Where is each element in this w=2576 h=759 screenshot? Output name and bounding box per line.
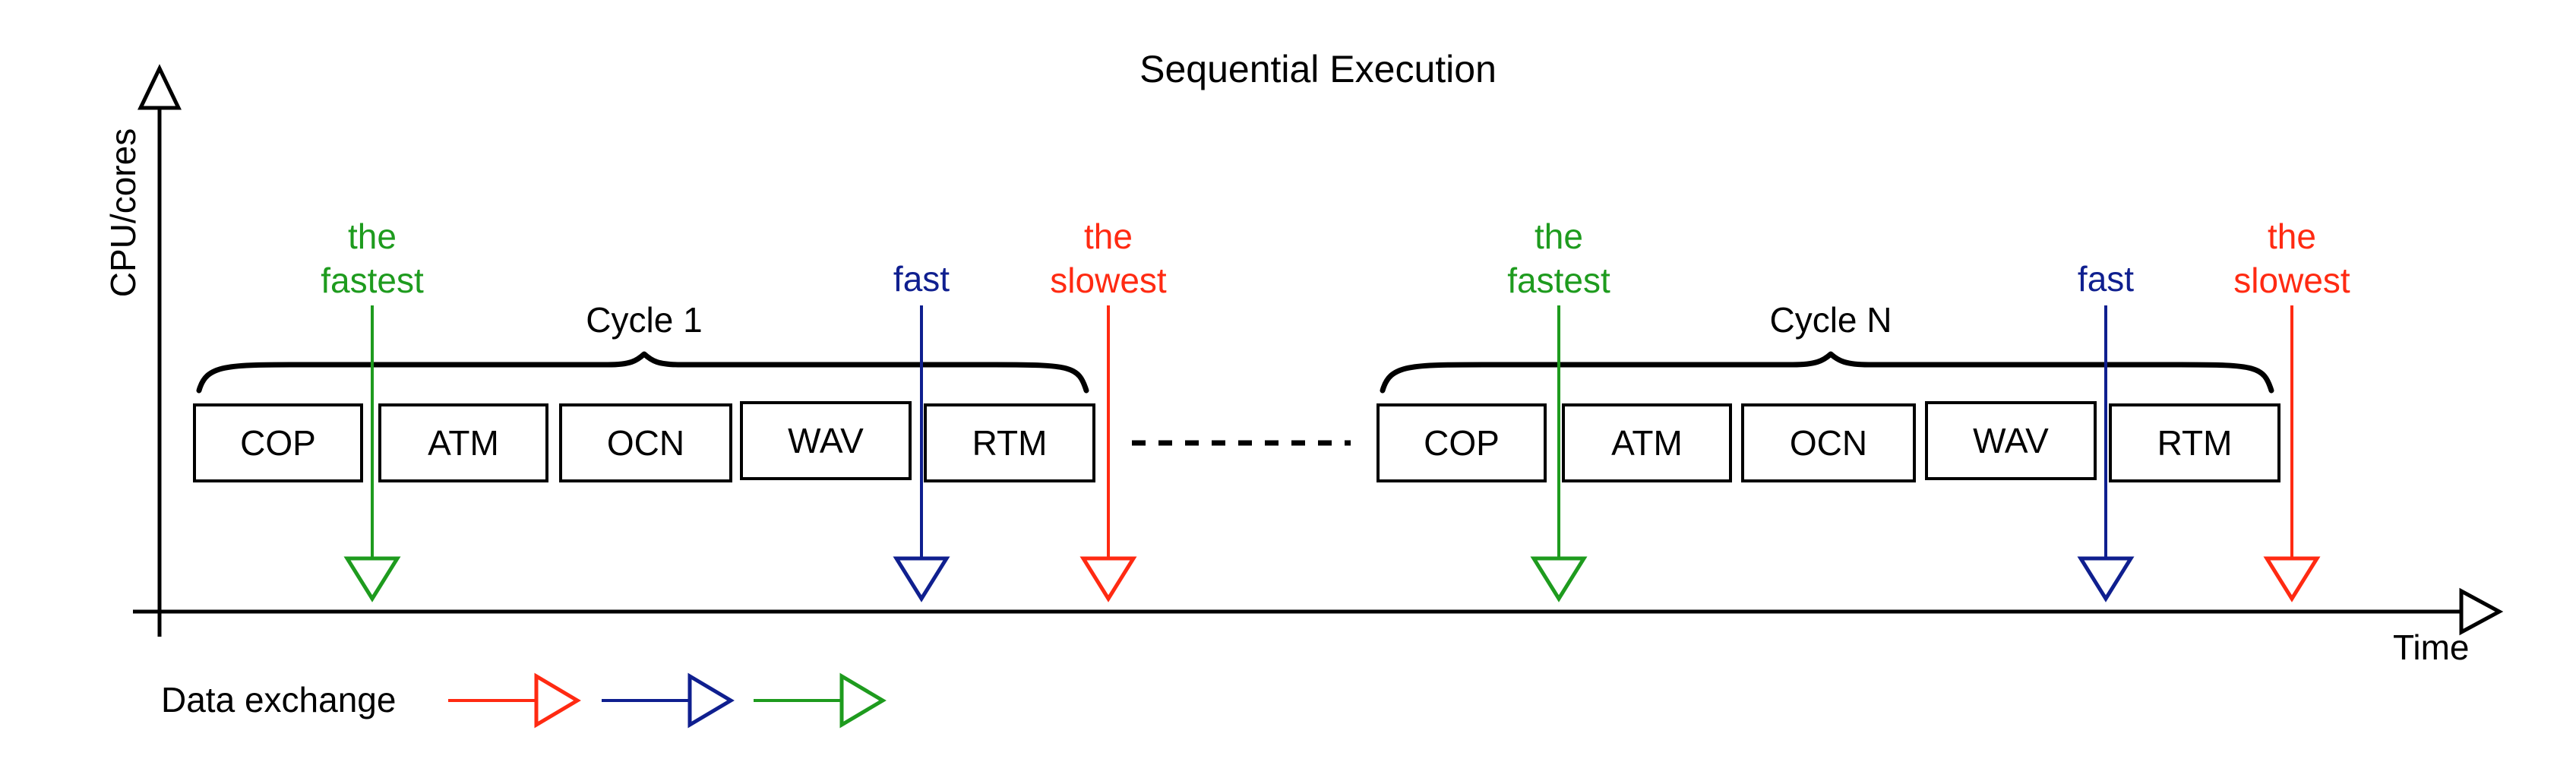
component-ocn-1: OCN — [559, 403, 732, 482]
component-label: OCN — [1790, 423, 1867, 463]
component-label: ATM — [428, 423, 499, 463]
diagram-title: Sequential Execution — [1139, 48, 1497, 90]
component-label: WAV — [788, 421, 864, 460]
marker-label-line-1: the — [2268, 217, 2316, 256]
component-label: COP — [1424, 423, 1500, 463]
marker-fastest-1: the fastest — [321, 217, 424, 602]
marker-label-line-2: slowest — [2233, 261, 2350, 300]
legend: Data exchange — [161, 672, 887, 729]
cycle-n-components: COP ATM OCN WAV RTM — [1377, 401, 2280, 482]
component-atm-n: ATM — [1562, 403, 1732, 482]
marker-fast-n: fast — [2077, 259, 2135, 602]
cycle-1: Cycle 1 COP ATM OCN WAV RTM — [193, 300, 1095, 482]
component-label: COP — [240, 423, 316, 463]
component-label: WAV — [1973, 421, 2049, 460]
component-label: OCN — [607, 423, 684, 463]
y-axis-label: CPU/cores — [103, 128, 143, 297]
marker-slowest-n: the slowest — [2233, 217, 2350, 602]
y-axis-arrowhead — [137, 64, 182, 110]
component-rtm-1: RTM — [924, 403, 1095, 482]
marker-arrowhead — [1079, 556, 1137, 602]
component-atm-1: ATM — [378, 403, 548, 482]
marker-arrowhead — [893, 556, 950, 602]
x-axis: Time — [133, 587, 2504, 667]
component-ocn-n: OCN — [1741, 403, 1916, 482]
cycle-1-components: COP ATM OCN WAV RTM — [193, 401, 1095, 482]
component-wav-n: WAV — [1925, 401, 2097, 480]
component-label: ATM — [1611, 423, 1683, 463]
cycle-n-label: Cycle N — [1769, 300, 1892, 340]
marker-arrowhead — [1530, 556, 1588, 602]
marker-fast-1: fast — [893, 259, 950, 602]
cycle-1-label: Cycle 1 — [586, 300, 702, 340]
component-cop-1: COP — [193, 403, 363, 482]
marker-label-line-1: fast — [2078, 259, 2134, 299]
marker-label-line-2: fastest — [1507, 261, 1610, 300]
legend-arrow-fast — [602, 672, 735, 729]
marker-slowest-1: the slowest — [1050, 217, 1167, 602]
cycle-n-brace — [1380, 351, 2274, 394]
marker-label-line-2: slowest — [1050, 261, 1167, 300]
marker-label-line-1: the — [1084, 217, 1133, 256]
marker-arrowhead — [343, 556, 401, 602]
cycle-1-brace — [196, 351, 1089, 394]
marker-label-line-2: fastest — [321, 261, 424, 300]
component-label: RTM — [2157, 423, 2233, 463]
component-rtm-n: RTM — [2109, 403, 2280, 482]
x-axis-label: Time — [2393, 628, 2470, 667]
marker-label-line-1: the — [348, 217, 397, 256]
marker-arrowhead — [2263, 556, 2321, 602]
component-cop-n: COP — [1377, 403, 1547, 482]
marker-arrowhead — [2077, 556, 2135, 602]
marker-fastest-n: the fastest — [1507, 217, 1610, 602]
legend-arrow-slowest — [448, 672, 581, 729]
component-label: RTM — [972, 423, 1048, 463]
cycle-n: Cycle N COP ATM OCN WAV RTM — [1377, 300, 2280, 482]
y-axis: CPU/cores — [103, 64, 182, 637]
x-axis-arrowhead — [2459, 587, 2504, 636]
marker-label-line-1: fast — [893, 259, 950, 299]
marker-label-line-1: the — [1535, 217, 1583, 256]
legend-label: Data exchange — [161, 680, 396, 719]
legend-arrow-fastest — [754, 672, 887, 729]
component-wav-1: WAV — [740, 401, 912, 480]
